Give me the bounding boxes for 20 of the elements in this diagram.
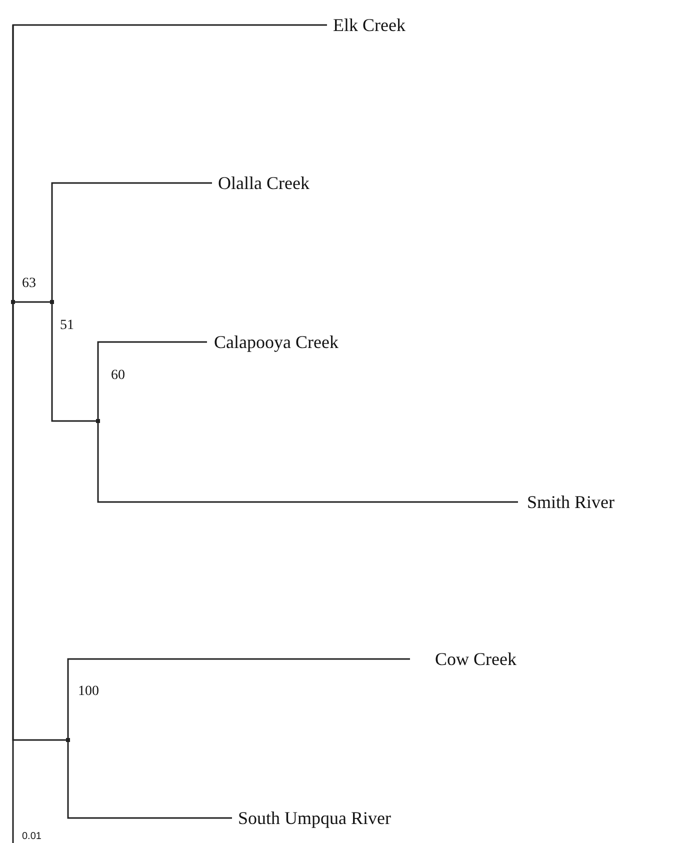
taxon-label: Cow Creek [410,648,516,670]
tree-branch [97,423,518,503]
tree-branch [12,304,66,741]
bootstrap-value: 60 [111,368,125,384]
taxon-label: Calapooya Creek [207,331,338,353]
scale-value: 0.01 [22,831,42,843]
tree-branch [15,301,50,303]
tree-branch [12,24,327,300]
taxon-label: Olalla Creek [212,172,310,194]
tree-branch [67,658,410,738]
taxon-label: Elk Creek [327,14,406,36]
bootstrap-value: 63 [22,276,36,292]
taxon-label: Smith River [518,491,615,513]
tree-branch [51,304,96,422]
tree-branch [67,742,232,819]
bootstrap-value: 51 [60,318,74,334]
tree-branch [97,341,207,419]
tree-branch [51,182,212,300]
taxon-label: South Umpqua River [232,807,391,829]
bootstrap-value: 100 [78,684,99,700]
